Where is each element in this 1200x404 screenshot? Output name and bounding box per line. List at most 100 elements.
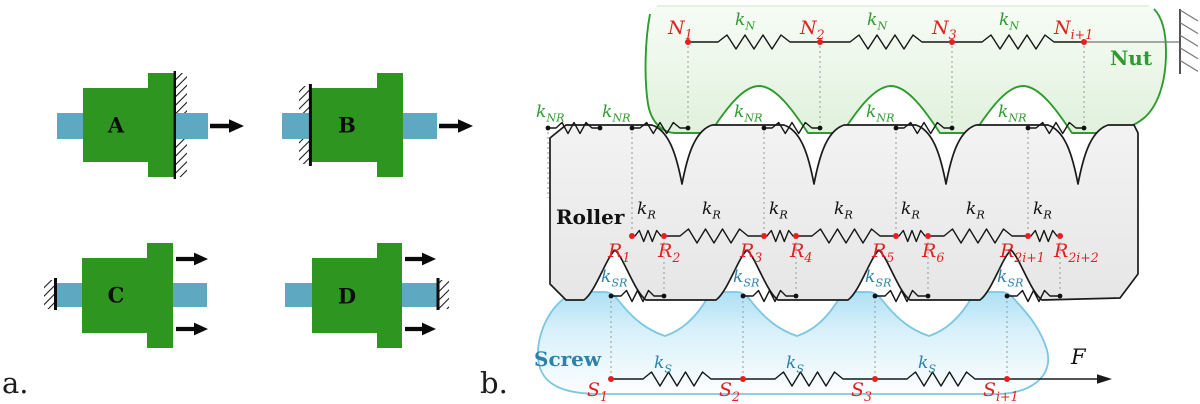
- nut-title: Nut: [1110, 46, 1153, 70]
- body-b: [311, 73, 403, 177]
- contact-dot: [629, 125, 635, 131]
- node-dot: [629, 233, 635, 239]
- spring-label-knr-4: kNR: [998, 102, 1027, 125]
- contact-dot: [597, 125, 603, 131]
- spring-label-kr-3: kR: [769, 199, 788, 222]
- spring-label-kr-2: kR: [702, 199, 721, 222]
- block-d: [285, 243, 449, 348]
- body-c: [82, 243, 173, 348]
- fixed-support-hatch: [1179, 22, 1199, 35]
- spring-zigzag: [875, 289, 928, 303]
- node-label-r2i2: R2i+2: [1054, 240, 1099, 265]
- spring-zigzag: [896, 229, 928, 243]
- contact-dot: [1025, 125, 1031, 131]
- spring-zigzag: [896, 121, 952, 135]
- spring-zigzag: [1028, 229, 1060, 243]
- panel-a-label: a.: [2, 366, 29, 400]
- spring-label-ksr-3: kSR: [865, 267, 892, 290]
- block-c: [44, 243, 208, 348]
- spring-zigzag: [611, 289, 664, 303]
- spring-zigzag: [611, 371, 743, 387]
- block-a: [57, 71, 244, 179]
- fixed-support-hatch: [1179, 47, 1199, 60]
- spring-label-kn-3: kN: [999, 10, 1020, 33]
- node-dot: [793, 233, 799, 239]
- roller-body: [549, 124, 1139, 301]
- spring-label-knr-1: kNR: [602, 102, 631, 125]
- contact-dot: [661, 293, 667, 299]
- node-dot: [685, 39, 691, 45]
- force-arrowhead-c-bottom: [194, 322, 208, 336]
- spring-label-kr-5: kR: [901, 199, 920, 222]
- force-arrowhead: [1097, 374, 1112, 384]
- panel-b-bodies: [537, 5, 1167, 395]
- node-dot: [661, 233, 667, 239]
- shaft-left-a: [57, 113, 85, 139]
- contact-dot: [793, 293, 799, 299]
- spring-label-ksr-4: kSR: [997, 267, 1024, 290]
- node-dot: [1025, 233, 1031, 239]
- spring-zigzag: [796, 228, 896, 244]
- node-label-r1: R1: [608, 240, 631, 265]
- node-dot: [893, 233, 899, 239]
- node-label-r5: R5: [872, 240, 895, 265]
- spring-label-knr-0: kNR: [536, 102, 565, 125]
- spring-zigzag: [688, 34, 820, 50]
- contact-dot: [1057, 293, 1063, 299]
- body-a: [83, 73, 174, 177]
- node-dot: [740, 376, 746, 382]
- spring-label-knr-3: kNR: [866, 102, 895, 125]
- spring-zigzag: [664, 228, 764, 244]
- node-dot: [1057, 233, 1063, 239]
- spring-label-kr-6: kR: [966, 199, 985, 222]
- spring-label-kr-1: kR: [637, 199, 656, 222]
- fixed-support-hatch: [1179, 34, 1199, 47]
- spring-label-ks-1: kS: [654, 353, 672, 376]
- node-label-r4: R4: [790, 240, 813, 265]
- force-arrowhead-c-top: [194, 252, 208, 266]
- contact-dot: [949, 125, 955, 131]
- force-arrowhead-d-bottom: [422, 322, 436, 336]
- contact-dot: [817, 125, 823, 131]
- spring-label-ks-3: kS: [918, 353, 936, 376]
- spring-label-ksr-2: kSR: [733, 267, 760, 290]
- spring-zigzag: [743, 371, 875, 387]
- shaft-right-c: [173, 283, 207, 307]
- block-c-letter: C: [107, 282, 125, 308]
- wall-hatch-c: [44, 280, 54, 309]
- spring-zigzag: [875, 371, 1007, 387]
- spring-zigzag: [632, 229, 664, 243]
- spring-label-kn-2: kN: [867, 10, 888, 33]
- spring-zigzag: [548, 121, 600, 135]
- node-label-ni1: Ni+1: [1054, 17, 1094, 42]
- block-b: [282, 73, 473, 177]
- node-label-s1: S1: [587, 379, 609, 404]
- node-label-r3: R3: [740, 240, 763, 265]
- node-dot: [1004, 376, 1010, 382]
- block-a-letter: A: [107, 112, 125, 138]
- spring-zigzag: [1028, 121, 1084, 135]
- node-label-s2: S2: [719, 379, 741, 404]
- fixed-support-hatch: [1179, 59, 1199, 72]
- nut-body: [645, 6, 1166, 133]
- node-label-n3: N3: [932, 17, 957, 42]
- spring-zigzag: [764, 121, 820, 135]
- spring-zigzag: [928, 228, 1028, 244]
- roller-title: Roller: [556, 205, 625, 229]
- node-dot: [949, 39, 955, 45]
- contact-dot: [685, 125, 691, 131]
- shaft-right-b: [403, 113, 437, 139]
- node-dot: [1081, 39, 1087, 45]
- spring-zigzag: [764, 229, 796, 243]
- node-dot: [817, 39, 823, 45]
- contact-dot: [545, 125, 551, 131]
- force-label: F: [1071, 345, 1086, 369]
- node-dot: [608, 376, 614, 382]
- contact-dot: [608, 293, 614, 299]
- body-d: [312, 243, 402, 348]
- contact-dot: [925, 293, 931, 299]
- spring-zigzag: [952, 34, 1084, 50]
- shaft-left-b: [282, 113, 311, 139]
